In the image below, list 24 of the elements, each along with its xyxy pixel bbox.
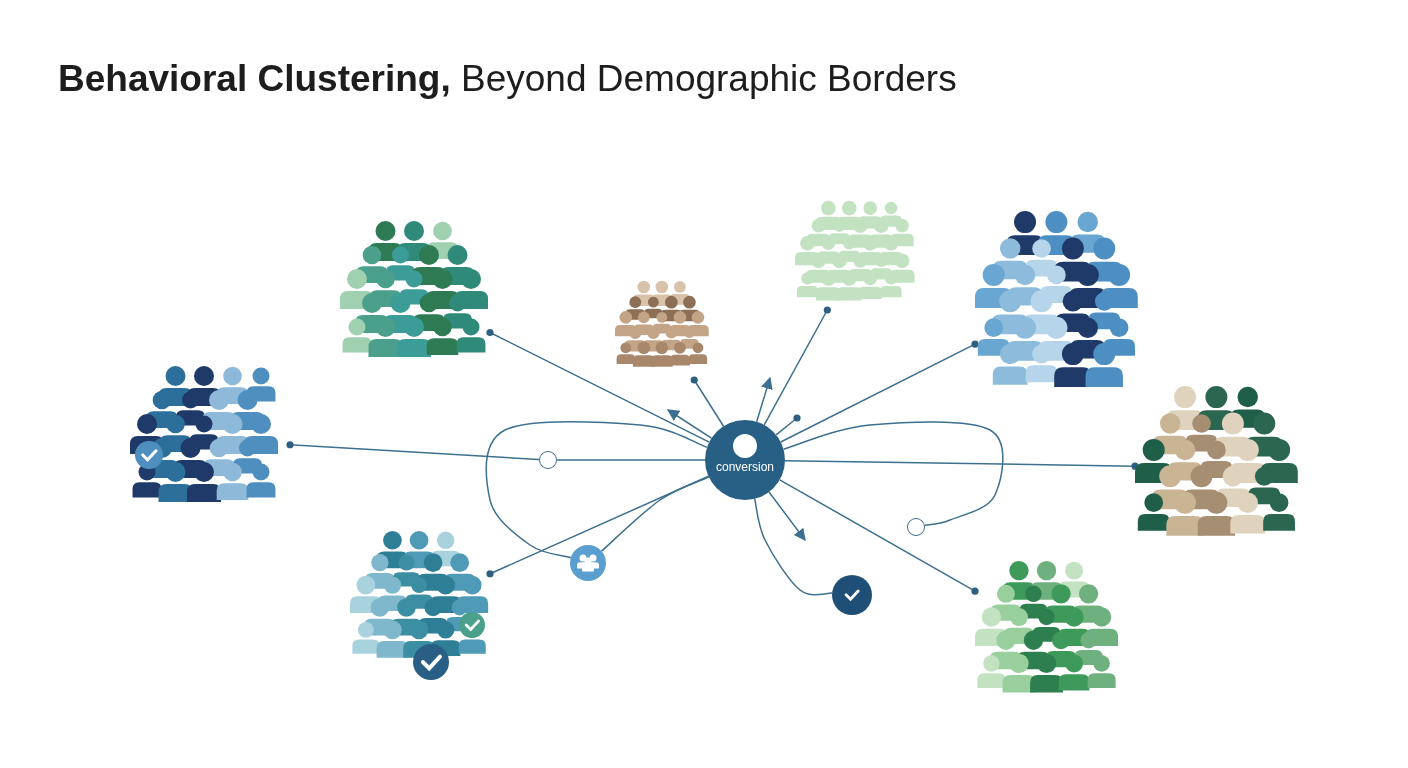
connector-line <box>779 479 979 595</box>
connector-line <box>556 459 706 461</box>
connector-line <box>784 459 1139 470</box>
title: Behavioral Clustering, Beyond Demographic Borders <box>58 57 957 101</box>
connector-line <box>486 328 710 443</box>
connector-line <box>782 421 1004 526</box>
connector-line <box>600 476 710 552</box>
connector-line <box>690 376 725 427</box>
arrow <box>755 376 773 423</box>
arrow <box>768 491 806 541</box>
connector-line <box>286 441 540 461</box>
connector-line <box>485 421 708 559</box>
connector-circle <box>539 451 557 469</box>
group-icon-circle <box>570 545 606 581</box>
connector-circle <box>907 518 925 536</box>
connector-line <box>753 498 833 596</box>
arrow <box>667 409 713 439</box>
node-label: conversion <box>716 460 774 474</box>
connector-line <box>775 414 801 436</box>
checkmark-circle <box>832 575 872 615</box>
connector-line <box>486 475 710 578</box>
connector-line <box>763 306 831 426</box>
conversion-node <box>705 420 785 500</box>
connector-line <box>779 340 979 443</box>
